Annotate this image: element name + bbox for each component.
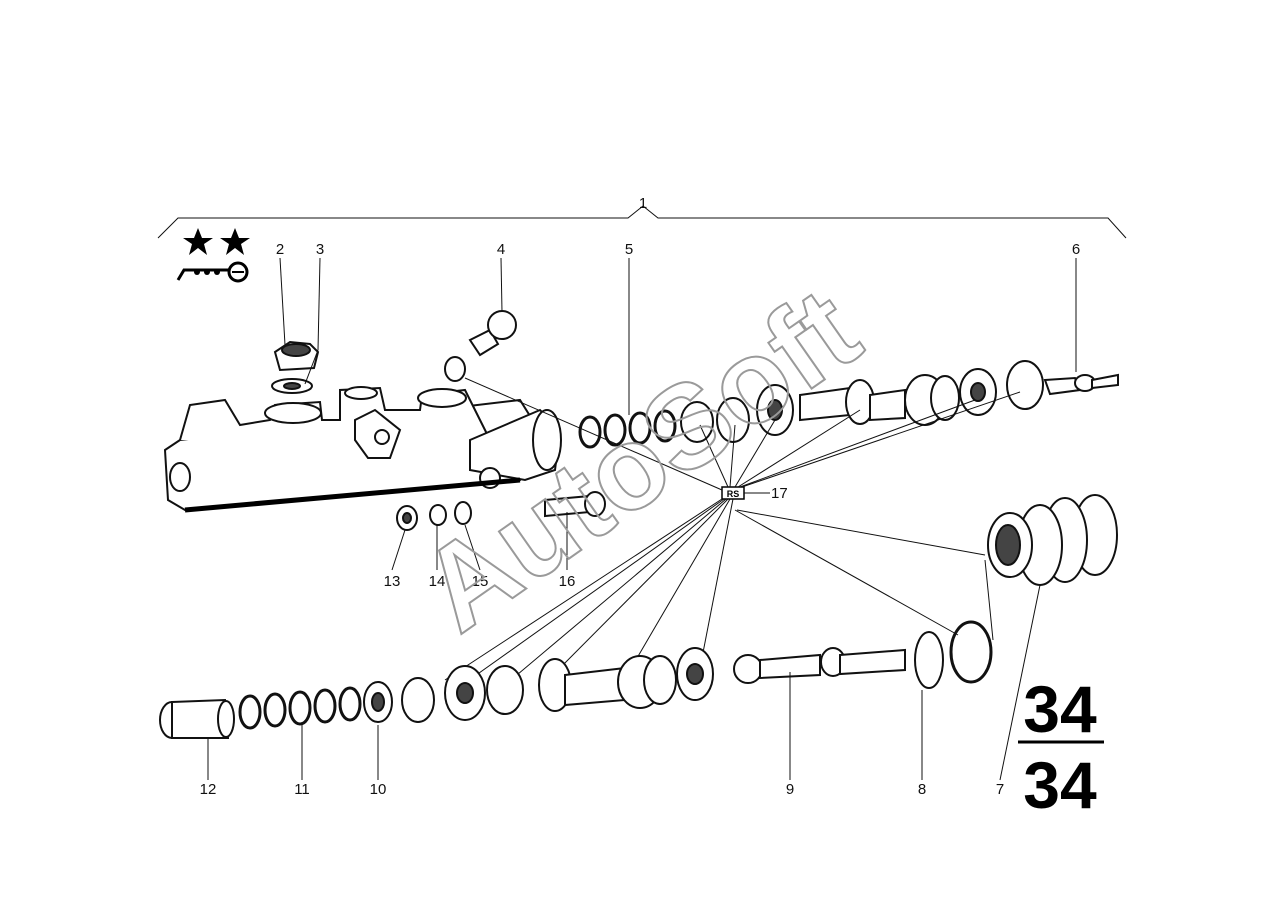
callout-7: 7 (996, 781, 1004, 798)
lock-ring (914, 620, 993, 689)
upper-piston-assembly (680, 360, 1119, 443)
master-cylinder-body (163, 386, 562, 513)
repair-kit-badge: RS (721, 486, 745, 500)
seal-15 (454, 501, 472, 525)
callout-6: 6 (1072, 241, 1080, 258)
rubber-boot (987, 494, 1118, 586)
banjo-bolt (444, 310, 517, 382)
callout-17: 17 (771, 485, 788, 502)
svg-text:RS: RS (727, 489, 740, 499)
pushrod (733, 647, 906, 684)
washer-14 (429, 504, 447, 526)
stop-sleeve (159, 698, 235, 739)
callout-12: 12 (200, 781, 217, 798)
star-icon (220, 228, 250, 255)
lower-spring (238, 686, 362, 730)
star-icon (183, 228, 213, 255)
upper-spring (578, 409, 677, 449)
washer-13 (396, 505, 418, 531)
callout-16: 16 (559, 573, 576, 590)
seal-10 (363, 681, 393, 723)
callout-2: 2 (276, 241, 284, 258)
reservoir-plug (271, 340, 320, 394)
callout-3: 3 (316, 241, 324, 258)
callout-8: 8 (918, 781, 926, 798)
kit-reference-lines (444, 377, 1021, 686)
callout-1: 1 (639, 195, 647, 212)
callout-4: 4 (497, 241, 505, 258)
callout-15: 15 (472, 573, 489, 590)
vehicle-key-symbol-icon (176, 261, 249, 283)
callout-14: 14 (429, 573, 446, 590)
callouts: 1 2 3 4 5 6 7 8 9 10 11 12 13 14 15 16 1… (200, 195, 1081, 798)
callout-9: 9 (786, 781, 794, 798)
callout-5: 5 (625, 241, 633, 258)
section-number-top: 34 (1023, 672, 1097, 746)
section-number-bottom: 34 (1023, 748, 1097, 822)
callout-13: 13 (384, 573, 401, 590)
assembly-bracket (157, 205, 1127, 239)
lower-piston-assembly (401, 647, 714, 723)
leader-lines (207, 257, 1077, 781)
section-number: 34 34 (1018, 672, 1104, 822)
callout-10: 10 (370, 781, 387, 798)
stop-screw (544, 491, 606, 518)
callout-11: 11 (294, 781, 310, 798)
